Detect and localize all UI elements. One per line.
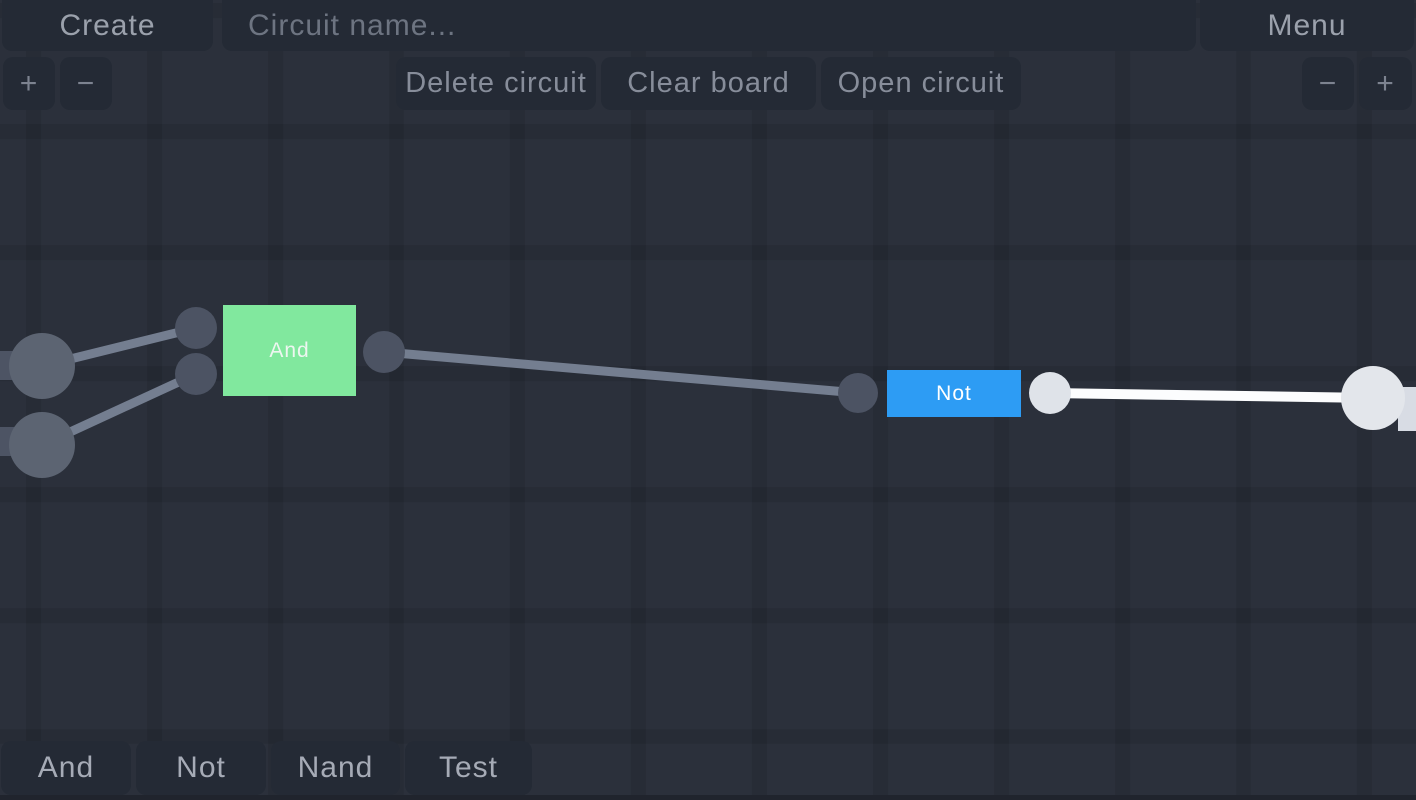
delete-circuit-button[interactable]: Delete circuit <box>396 57 596 110</box>
palette-item-test[interactable]: Test <box>405 741 532 795</box>
palette-item-nand[interactable]: Nand <box>271 741 400 795</box>
wire-and-to-not[interactable] <box>383 347 859 398</box>
circuit-name-input[interactable] <box>222 0 1196 51</box>
zoom-in-right-button[interactable]: + <box>1359 57 1412 110</box>
not-output-node[interactable] <box>1029 372 1071 414</box>
input-terminal-1[interactable] <box>9 333 75 399</box>
gate-not[interactable]: Not <box>887 370 1021 417</box>
output-terminal[interactable] <box>1341 366 1405 430</box>
menu-button[interactable]: Menu <box>1200 0 1414 51</box>
open-circuit-button[interactable]: Open circuit <box>821 57 1021 110</box>
gate-and[interactable]: And <box>223 305 356 396</box>
input-terminal-2[interactable] <box>9 412 75 478</box>
wire-not-to-output[interactable] <box>1049 388 1374 403</box>
gate-not-label: Not <box>936 381 972 405</box>
clear-board-button[interactable]: Clear board <box>601 57 816 110</box>
and-output-node[interactable] <box>363 331 405 373</box>
create-button[interactable]: Create <box>2 0 213 51</box>
zoom-out-left-button[interactable]: − <box>60 57 112 110</box>
canvas-bottom-edge <box>0 795 1416 800</box>
zoom-out-right-button[interactable]: − <box>1302 57 1354 110</box>
and-input-node-2[interactable] <box>175 353 217 395</box>
palette-item-not[interactable]: Not <box>136 741 266 795</box>
zoom-in-left-button[interactable]: + <box>3 57 55 110</box>
and-input-node-1[interactable] <box>175 307 217 349</box>
not-input-node[interactable] <box>838 373 878 413</box>
palette-item-and[interactable]: And <box>1 741 131 795</box>
gate-and-label: And <box>269 338 310 362</box>
